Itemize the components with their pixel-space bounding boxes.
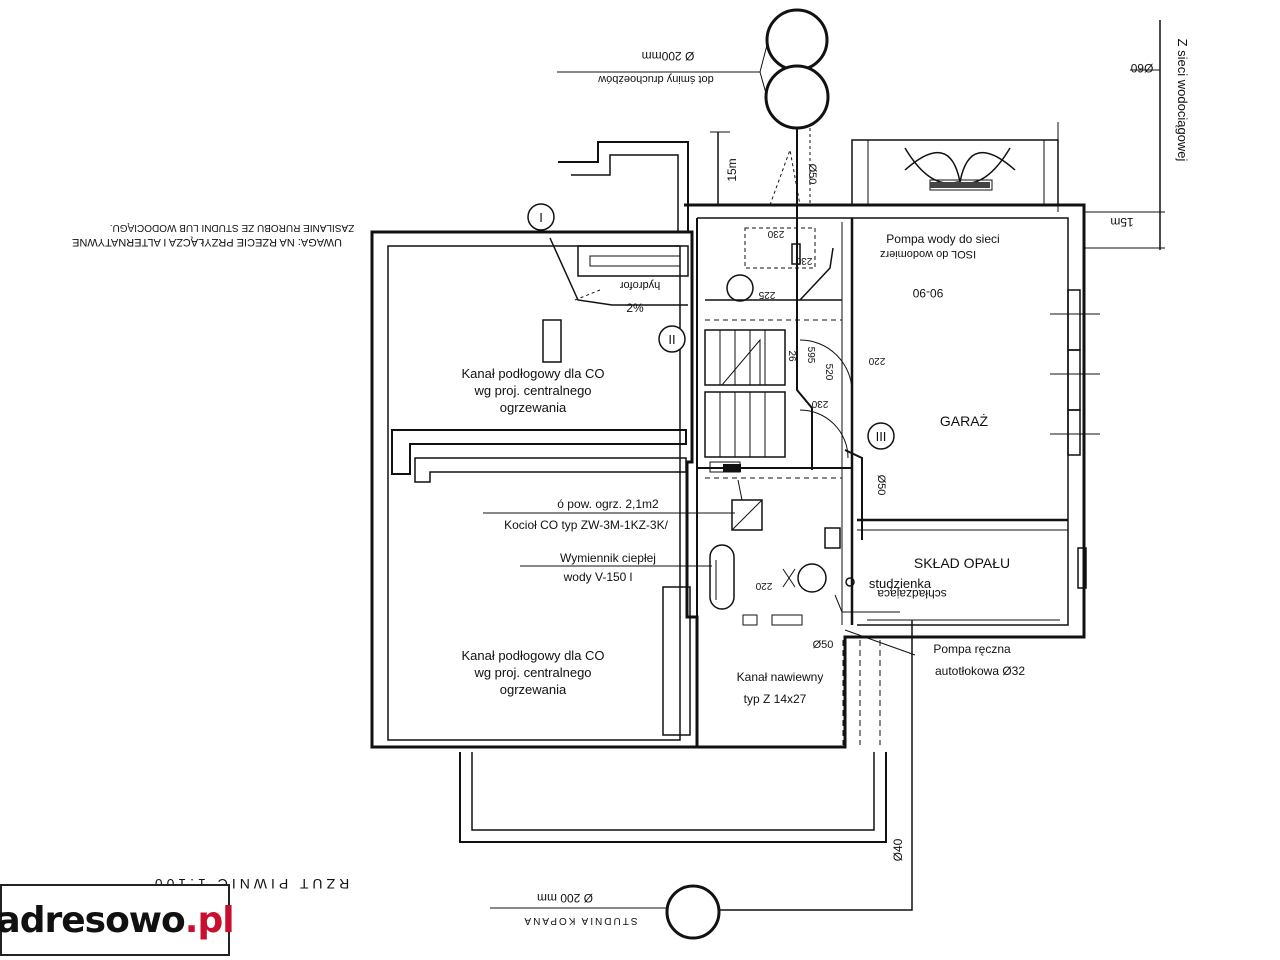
diameter-60-label: Ø60 [1130,61,1153,75]
boiler-type-label: Kocioł CO typ ZW-3M-1KZ-3K/ [504,518,668,532]
canal-bottom-label-1: Kanał podłogowy dla CO [461,648,604,663]
dim-220-b: 220 [755,580,772,591]
hand-pump-label-1: Pompa ręczna [933,642,1011,656]
canal-top-label-1: Kanał podłogowy dla CO [461,366,604,381]
top-well-upper [765,8,829,72]
section-marker-2: II [668,332,675,347]
dim-595: 595 [805,347,816,364]
dim-26: 26 [786,350,797,362]
diameter-50-b: Ø50 [875,475,887,496]
diameter-50-c: Ø50 [813,639,834,651]
exchanger-label-1: Wymiennik ciepłej [560,551,656,565]
section-marker-1: I [539,210,543,225]
boiler-area-label: ó pow. ogrz. 2,1m2 [557,497,659,511]
dim-225: 225 [758,289,775,300]
bottom-well-label: STUDNIA KOPANA [522,915,637,926]
small-well-label-2: schładzająca [877,587,947,601]
slope-label: 2% [626,301,644,315]
pump-label-2: ISOL do wodomierz [880,248,976,260]
fuel-storage-label: SKŁAD OPAŁU [914,555,1010,571]
canal-bottom-label-3: ogrzewania [500,682,567,697]
garage-label: GARAŻ [940,412,989,429]
dim-230-c: 230 [795,255,812,266]
hand-pump-label-2: autotłokowa Ø32 [935,664,1025,678]
canal-bottom-label-2: wg proj. centralnego [473,665,591,680]
canal-top-label-3: ogrzewania [500,400,567,415]
canal-top-label-2: wg proj. centralnego [473,383,591,398]
hydrophore-label: hydrofor [619,279,660,291]
small-well-label-1: studzienka [869,576,932,591]
top-pipe-note: dot śminy druchoeżbów [598,73,714,85]
note-line-2: ZASILANIE RUROBU ZE STUDNI LUB WODOCIĄGU… [110,222,354,233]
water-supply-label: Z sieci wodociągowej [1175,39,1190,162]
dim-230-b: 230 [811,398,828,409]
note-line-1: UWAGA: NA RZECIE PRZYŁĄCZA I ALTERNATYWN… [72,236,342,248]
pump-label-1: Pompa wody do sieci [886,232,999,246]
vent-label-1: Kanał nawiewny [737,670,824,684]
top-pipe-diameter: Ø 200mm [642,49,695,63]
dim-15m-top: 15m [725,158,739,181]
exchanger-label-2: wody V-150 l [563,570,633,584]
top-well-lower [764,64,830,130]
bottom-well-diameter: Ø 200 mm [537,891,593,905]
dim-520: 520 [823,364,834,381]
diameter-50-a: Ø50 [806,164,818,185]
dim-90-90: 90-90 [912,286,943,300]
logo-tld-text: .pl [184,899,235,941]
section-marker-3: III [876,429,887,444]
logo-main-text: adresowo [0,899,186,941]
dim-15m-right: 15m [1110,215,1133,229]
diameter-40-label: Ø40 [891,838,905,861]
dim-230-a: 230 [767,228,784,239]
vent-label-2: typ Z 14x27 [744,692,807,706]
adresowo-logo: adresowo.pl [0,884,235,956]
bottom-well [665,884,721,940]
dim-220: 220 [868,355,885,366]
